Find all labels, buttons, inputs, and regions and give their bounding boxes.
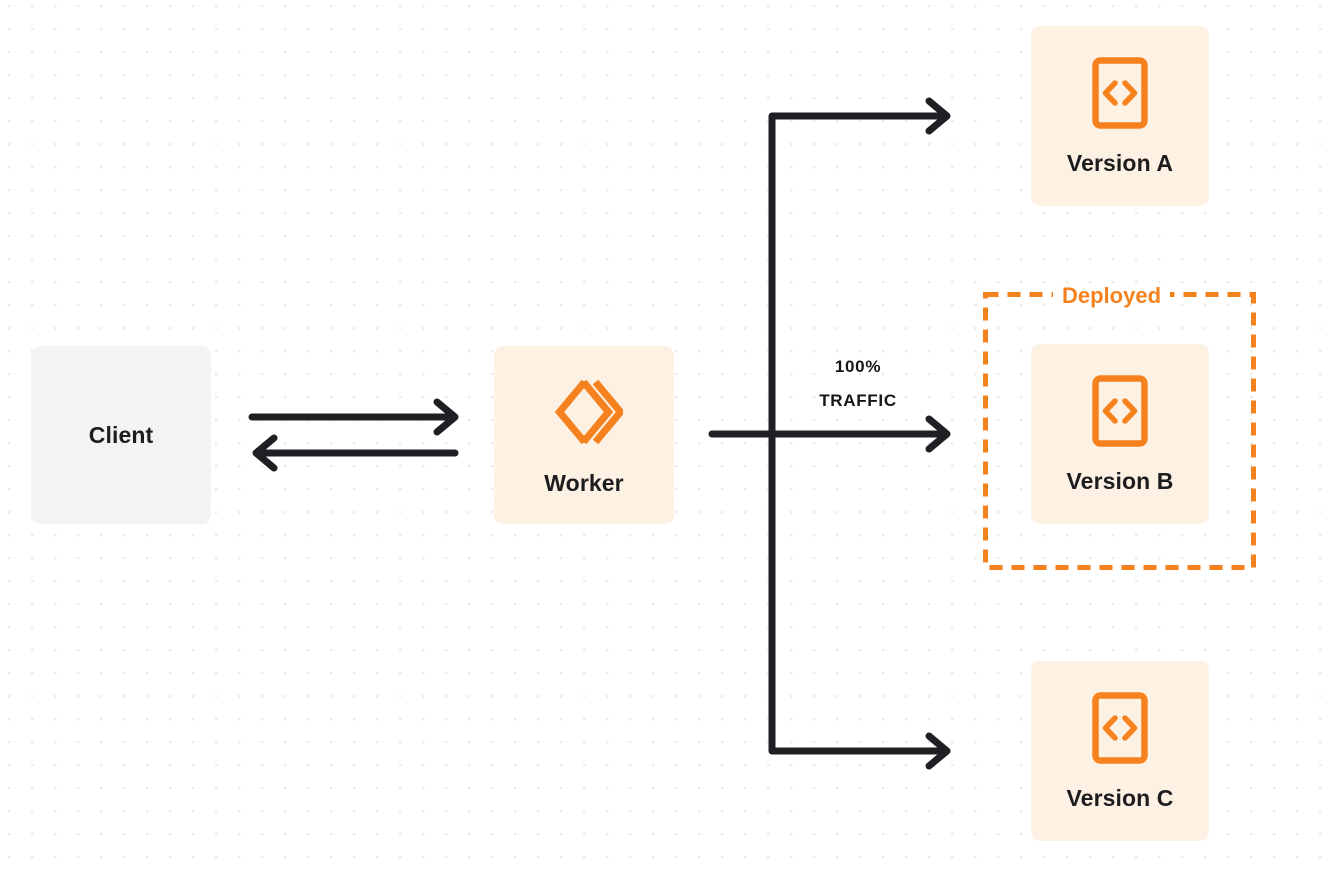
node-version-c[interactable]: Version C xyxy=(1031,661,1209,841)
code-file-icon xyxy=(1091,56,1149,135)
traffic-unit: TRAFFIC xyxy=(819,391,897,410)
code-file-icon xyxy=(1091,691,1149,770)
traffic-percent: 100% xyxy=(834,357,882,376)
traffic-label: 100% TRAFFIC xyxy=(778,350,938,418)
node-client-label: Client xyxy=(88,421,154,448)
node-worker-label: Worker xyxy=(544,470,624,496)
cloudflare-workers-logo-icon xyxy=(545,373,626,456)
arrow-worker-to-version-c xyxy=(768,732,951,770)
code-file-icon xyxy=(1091,374,1149,453)
arrow-worker-to-version-b xyxy=(708,415,951,453)
node-version-b-label: Version B xyxy=(1066,467,1174,494)
arrow-worker-to-client xyxy=(252,434,459,472)
deployed-group-label: Deployed xyxy=(1053,285,1171,307)
node-version-c-label: Version C xyxy=(1066,784,1174,811)
node-worker[interactable]: Worker xyxy=(494,346,674,524)
node-version-a[interactable]: Version A xyxy=(1031,26,1209,206)
arrow-worker-to-version-a xyxy=(768,97,951,135)
arrow-client-to-worker xyxy=(248,398,459,436)
node-version-b[interactable]: Version B xyxy=(1031,344,1209,524)
node-version-a-label: Version A xyxy=(1066,149,1174,176)
node-client[interactable]: Client xyxy=(31,346,211,524)
